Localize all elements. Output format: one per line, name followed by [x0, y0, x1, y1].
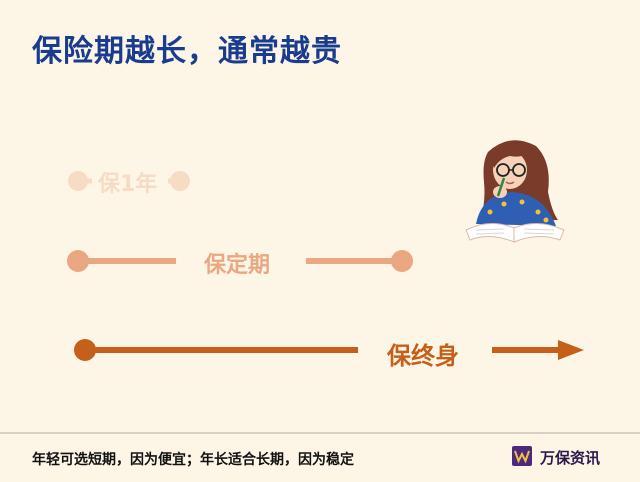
page-title: 保险期越长，通常越贵 — [32, 34, 342, 69]
one-year-end-dot — [170, 171, 190, 191]
fixed-term-end-dot — [391, 250, 413, 272]
one-year-label: 保1年 — [98, 172, 158, 197]
w-logo-icon — [512, 446, 532, 466]
footer-note: 年轻可选短期，因为便宜；年长适合长期，因为稳定 — [32, 452, 354, 468]
timeline-diagram — [67, 171, 584, 361]
fixed-term-line — [67, 250, 413, 272]
lifetime-line — [74, 339, 584, 361]
one-year-line — [68, 171, 190, 191]
girl-reading-book-icon — [465, 140, 565, 243]
footer-bar: 年轻可选短期，因为便宜；年长适合长期，因为稳定 万保资讯 — [0, 432, 640, 482]
brand-name: 万保资讯 — [540, 449, 601, 467]
lifetime-label: 保终身 — [387, 342, 459, 370]
fixed-term-label: 保定期 — [204, 253, 271, 278]
lifetime-arrow-head — [558, 340, 584, 360]
